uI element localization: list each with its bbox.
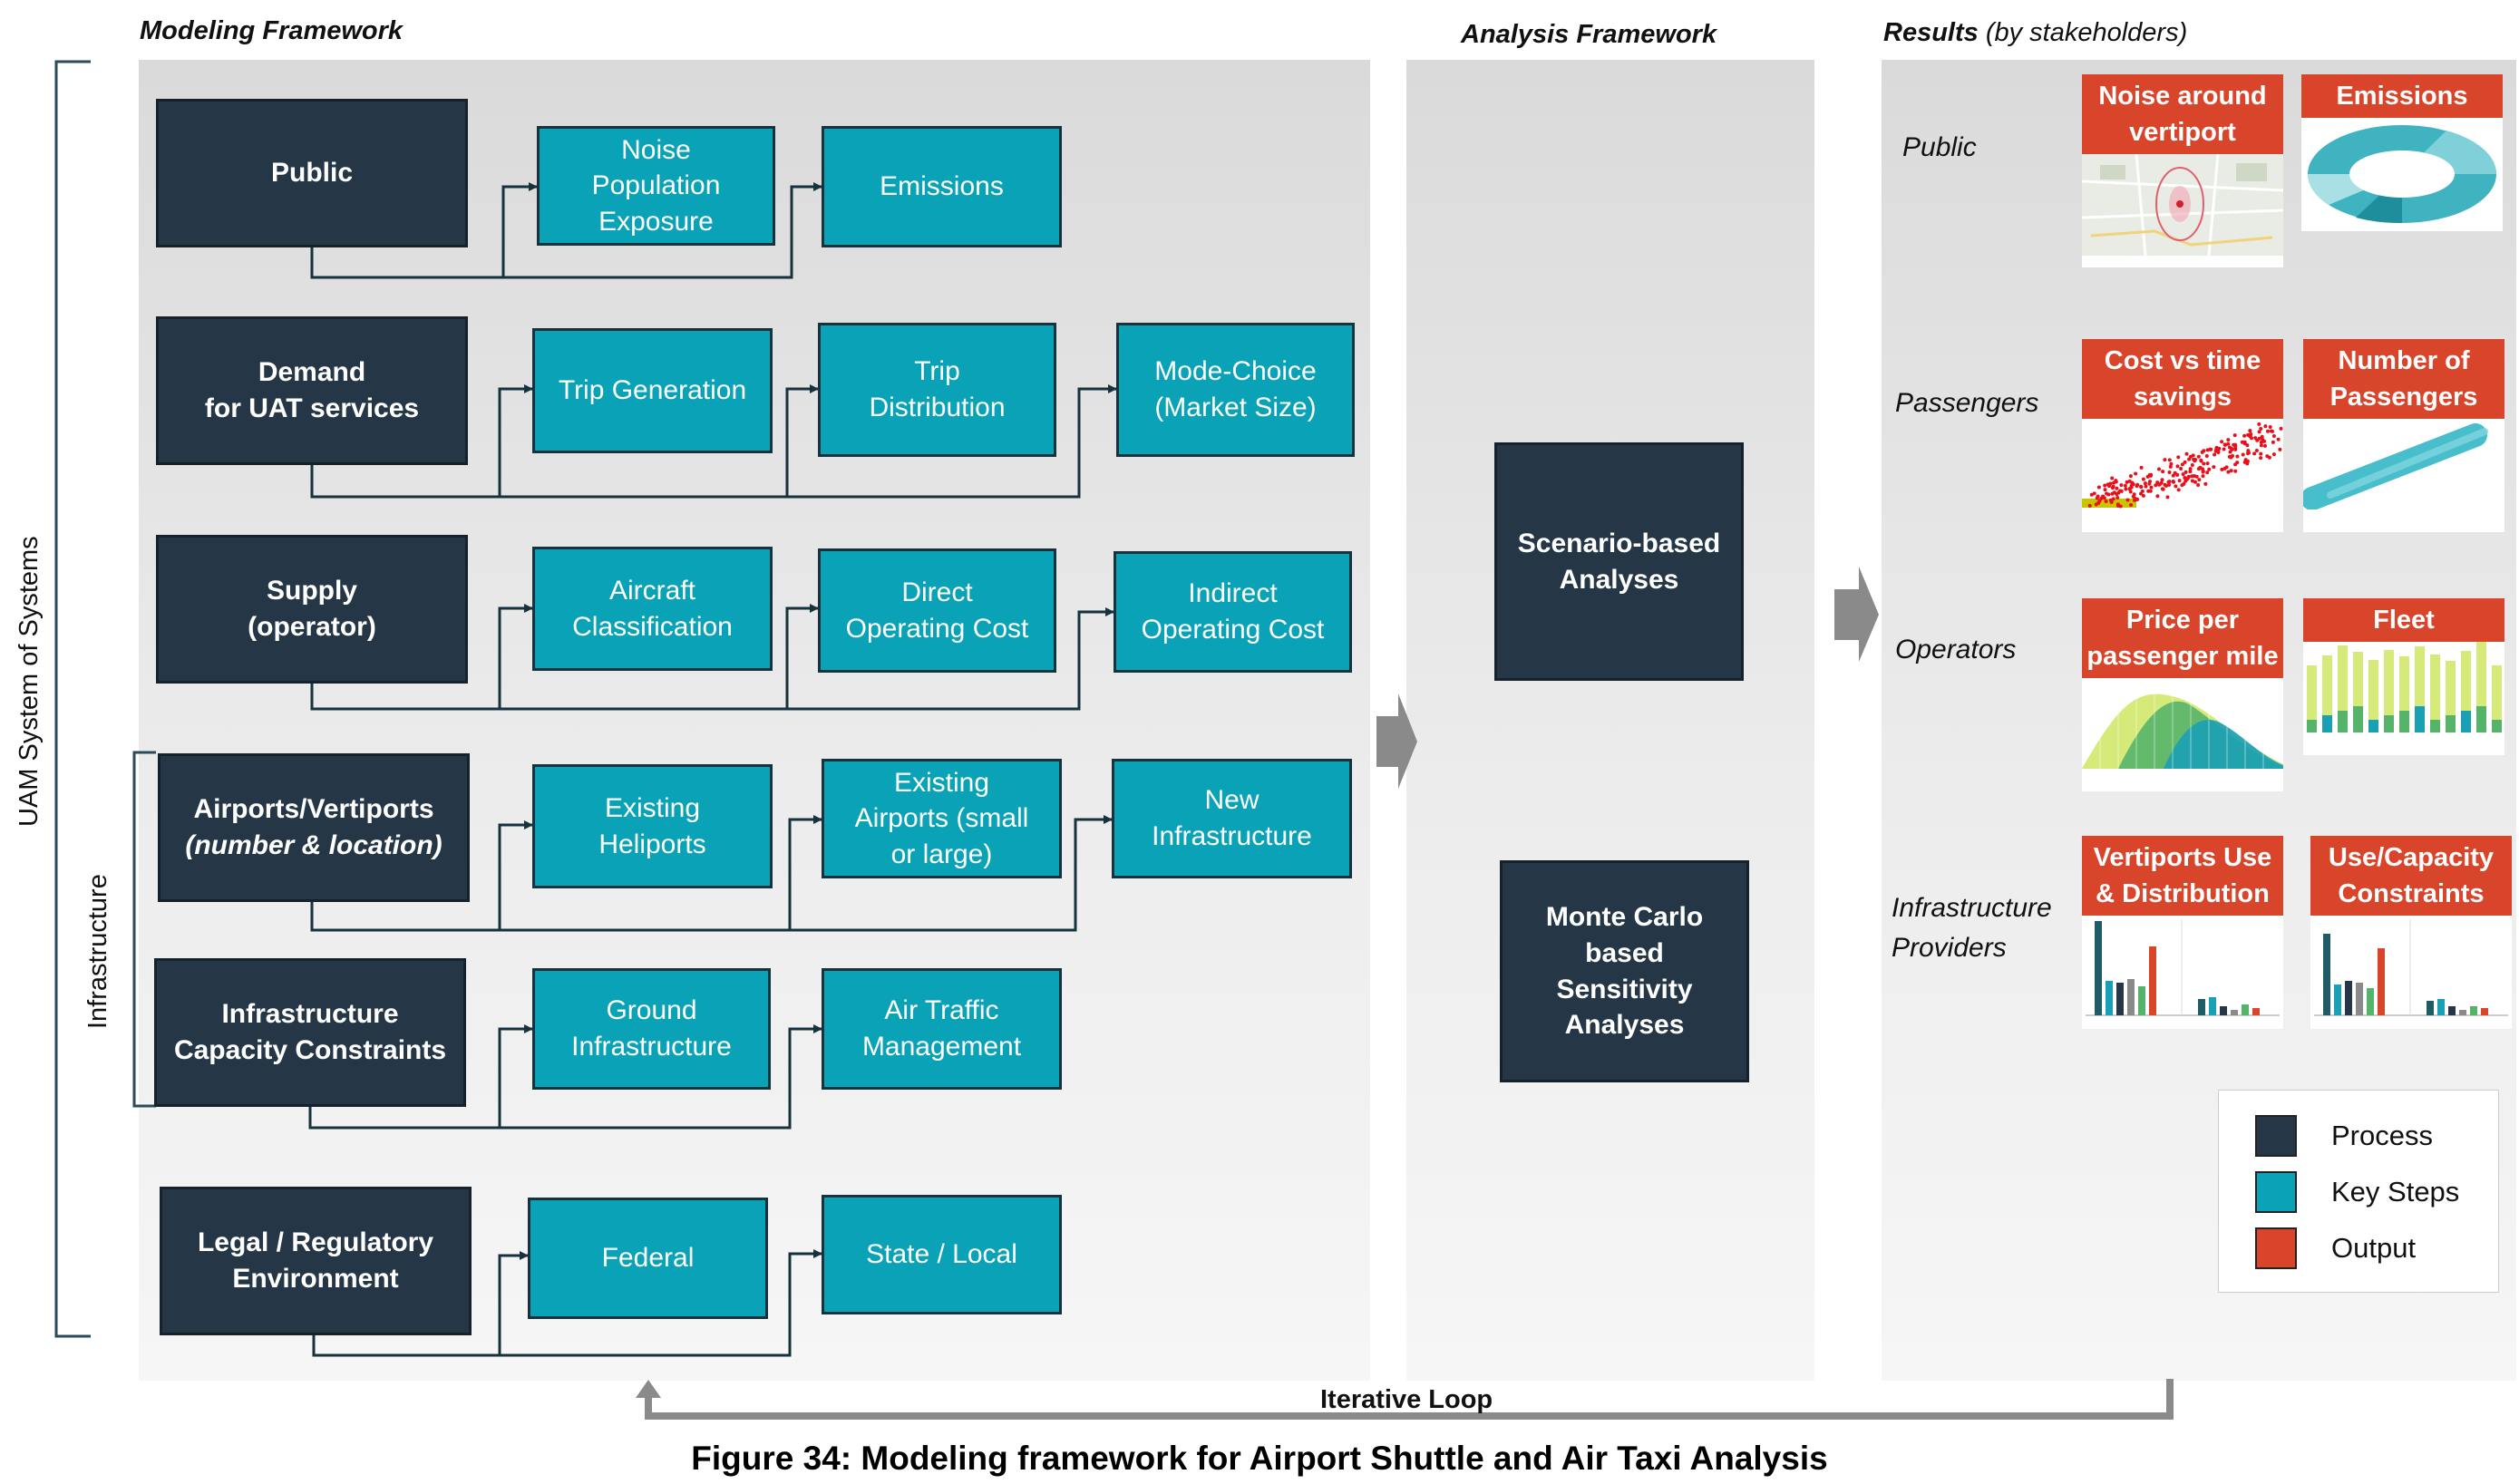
result-card-cost-vs-time: Cost vs time savings <box>2082 339 2283 533</box>
connector-capacity-atm <box>500 1024 822 1130</box>
stakeholder-public: Public <box>1902 132 1977 162</box>
connector-demand-trip-dist <box>500 384 819 499</box>
noise-map-image <box>2082 154 2283 268</box>
legend-item-key-steps: Key Steps <box>2255 1169 2459 1216</box>
step-aircraft-classification: Aircraft Classification <box>532 547 773 671</box>
process-public: Public <box>156 99 468 247</box>
results-title-bold: Results <box>1883 18 1979 47</box>
step-air-traffic-management: Air Traffic Management <box>822 968 1062 1090</box>
step-federal: Federal <box>528 1198 768 1319</box>
price-histogram-image <box>2082 678 2283 792</box>
connector-supply-direct <box>500 604 819 711</box>
uam-bracket <box>54 60 91 1338</box>
process-airports-vertiports-sub: (number & location) <box>185 830 443 860</box>
step-emissions: Emissions <box>822 126 1062 247</box>
connector-airports-existing <box>500 815 822 932</box>
arrow-modeling-to-analysis-icon <box>1376 694 1417 789</box>
result-card-title: Vertiports Use & Distribution <box>2082 836 2283 917</box>
legend-swatch-process <box>2255 1115 2297 1157</box>
infrastructure-bracket <box>132 751 156 1108</box>
step-indirect-operating-cost: Indirect Operating Cost <box>1114 551 1352 673</box>
connector-legal-state <box>500 1249 822 1357</box>
step-trip-generation: Trip Generation <box>532 328 773 453</box>
result-card-number-of-passengers: Number of Passengers <box>2303 339 2504 533</box>
result-card-title: Price per passenger mile <box>2082 598 2283 679</box>
step-new-infrastructure: New Infrastructure <box>1112 759 1352 878</box>
result-card-fleet: Fleet <box>2303 598 2504 756</box>
result-card-price-per-passenger-mile: Price per passenger mile <box>2082 598 2283 792</box>
result-card-noise: Noise around vertiport <box>2082 74 2283 268</box>
process-supply: Supply (operator) <box>156 535 468 684</box>
process-legal-regulatory: Legal / Regulatory Environment <box>160 1187 472 1335</box>
results-title: Results (by stakeholders) <box>1883 18 2187 48</box>
result-card-use-capacity: Use/Capacity Constraints <box>2310 836 2512 1030</box>
legend-item-process: Process <box>2255 1112 2433 1159</box>
process-airports-vertiports: Airports/Vertiports (number & location) <box>158 753 470 902</box>
result-card-title: Emissions <box>2301 74 2503 119</box>
modeling-panel <box>139 60 1370 1381</box>
step-direct-operating-cost: Direct Operating Cost <box>818 548 1056 673</box>
modeling-framework-title: Modeling Framework <box>140 16 404 45</box>
analysis-scenario-based: Scenario-based Analyses <box>1494 442 1744 681</box>
step-trip-distribution: Trip Distribution <box>818 323 1056 457</box>
stakeholder-passengers: Passengers <box>1895 388 2039 418</box>
process-demand: Demand for UAT services <box>156 316 468 465</box>
vertiports-bars-image <box>2082 916 2283 1030</box>
legend-label-process: Process <box>2331 1120 2433 1151</box>
cost-scatter-image <box>2082 419 2283 533</box>
legend-label-key-steps: Key Steps <box>2331 1176 2460 1208</box>
stakeholder-infrastructure-providers: Infrastructure Providers <box>1892 893 2052 963</box>
result-card-title: Fleet <box>2303 598 2504 643</box>
fleet-bars-image <box>2303 642 2504 756</box>
capacity-bars-image <box>2310 916 2512 1030</box>
step-existing-heliports: Existing Heliports <box>532 764 773 888</box>
step-existing-airports: Existing Airports (small or large) <box>822 759 1062 878</box>
iterative-loop-line <box>645 1379 2174 1420</box>
process-airports-vertiports-label: Airports/Vertiports <box>193 794 434 825</box>
emissions-donut-image <box>2301 118 2503 232</box>
result-card-title: Cost vs time savings <box>2082 339 2283 420</box>
result-card-title: Noise around vertiport <box>2082 74 2283 155</box>
legend: Process Key Steps Output <box>2218 1090 2499 1293</box>
analysis-monte-carlo: Monte Carlo based Sensitivity Analyses <box>1500 860 1749 1082</box>
result-card-emissions: Emissions <box>2301 74 2503 232</box>
connector-public-emissions <box>503 182 822 279</box>
result-card-title: Number of Passengers <box>2303 339 2504 420</box>
analysis-framework-title: Analysis Framework <box>1461 20 1717 49</box>
step-ground-infrastructure: Ground Infrastructure <box>532 968 771 1090</box>
legend-label-output: Output <box>2331 1232 2417 1264</box>
passengers-scatter-image <box>2303 419 2504 533</box>
analysis-panel <box>1406 60 1814 1381</box>
legend-swatch-key-steps <box>2255 1171 2297 1213</box>
connector-supply-indirect <box>787 607 1114 711</box>
result-card-vertiports-use: Vertiports Use & Distribution <box>2082 836 2283 1030</box>
connector-airports-new <box>790 815 1113 932</box>
arrow-analysis-to-results-icon <box>1834 567 1879 662</box>
legend-item-output: Output <box>2255 1225 2416 1272</box>
result-card-title: Use/Capacity Constraints <box>2310 836 2512 917</box>
connector-demand-mode-choice <box>787 384 1117 499</box>
step-noise-population-exposure: Noise Population Exposure <box>537 126 775 246</box>
iterative-loop-label: Iterative Loop <box>1320 1385 1493 1414</box>
iterative-loop-arrowhead-icon <box>636 1380 661 1398</box>
figure-caption: Figure 34: Modeling framework for Airpor… <box>691 1440 1828 1477</box>
legend-swatch-output <box>2255 1227 2297 1269</box>
step-state-local: State / Local <box>822 1195 1062 1314</box>
stakeholder-operators: Operators <box>1895 635 2017 664</box>
step-mode-choice: Mode-Choice (Market Size) <box>1116 323 1355 457</box>
process-infrastructure-capacity: Infrastructure Capacity Constraints <box>154 958 466 1107</box>
results-title-light: (by stakeholders) <box>1978 18 2188 47</box>
